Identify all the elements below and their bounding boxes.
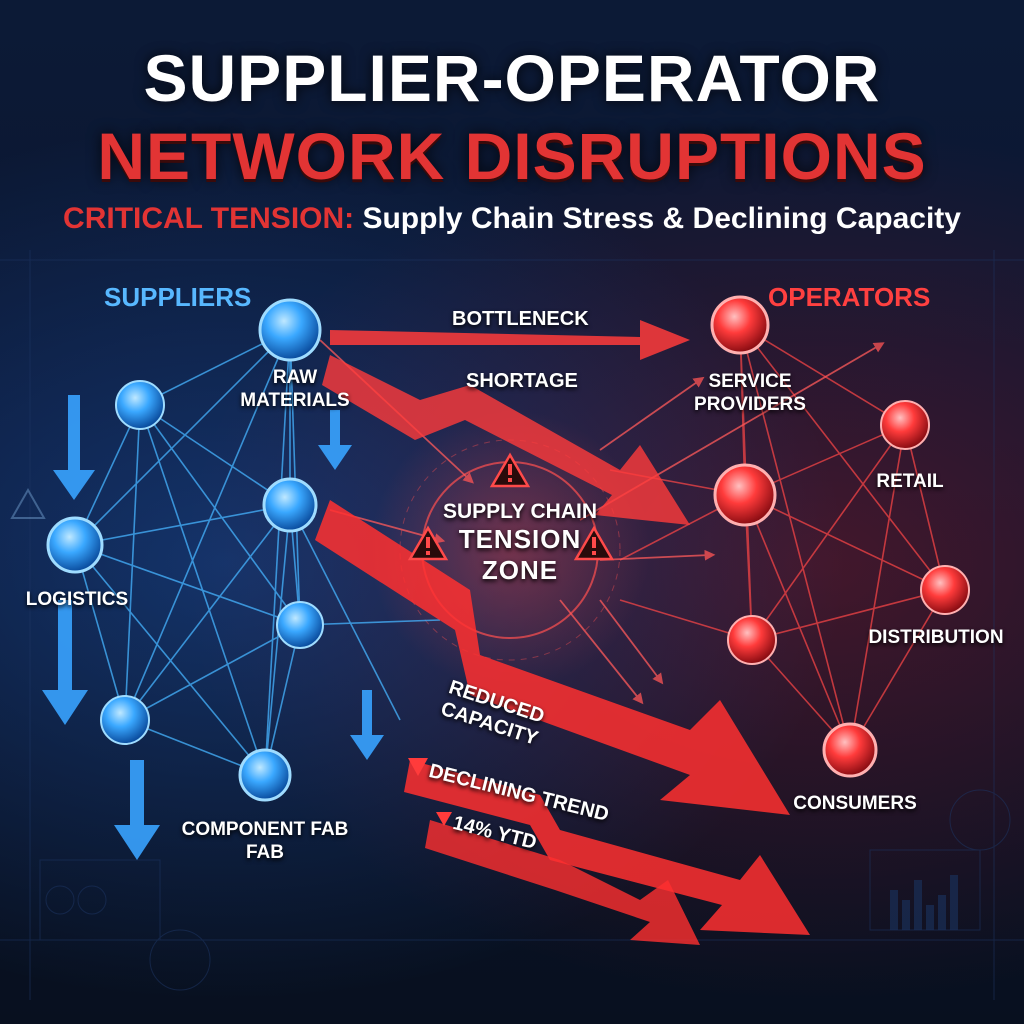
label-component-fab: COMPONENT FAB FAB <box>181 819 349 863</box>
down-arrow-icon <box>114 760 160 860</box>
subtitle-rest: Supply Chain Stress & Declining Capacity <box>354 202 961 235</box>
node-supplier-bottom-left <box>100 695 150 745</box>
subtitle-highlight: CRITICAL TENSION: <box>63 202 355 235</box>
tension-zone-label: SUPPLY CHAIN TENSION ZONE <box>410 500 630 586</box>
declining-trend-arrow <box>404 760 810 935</box>
node-operator-center <box>713 463 777 527</box>
reduced-capacity-arrow <box>315 500 790 815</box>
suppliers-heading: SUPPLIERS <box>104 282 252 312</box>
title-line-1: SUPPLIER-OPERATOR <box>143 41 881 115</box>
operators-heading: OPERATORS <box>768 282 931 312</box>
zone-line-3: ZONE <box>481 555 559 585</box>
subtitle: CRITICAL TENSION: Supply Chain Stress & … <box>0 202 1024 236</box>
title-line-2: NETWORK DISRUPTIONS <box>97 119 927 193</box>
label-retail: RETAIL <box>876 471 944 492</box>
node-operator-lower <box>727 615 777 665</box>
warning-icon <box>489 452 531 488</box>
shortage-label: SHORTAGE <box>466 370 578 392</box>
node-distribution <box>920 565 970 615</box>
warning-icon <box>10 487 46 519</box>
supplier-nodes <box>46 298 324 802</box>
label-service-providers: SERVICE PROVIDERS <box>694 371 806 415</box>
down-arrow-icon <box>53 395 95 500</box>
warning-icon <box>573 525 615 561</box>
down-arrow-icon <box>318 410 352 470</box>
zone-line-2: TENSION <box>458 524 582 554</box>
node-service-providers <box>710 295 770 355</box>
down-arrow-icon <box>350 690 384 760</box>
bottleneck-arrow <box>330 320 690 360</box>
bottleneck-label: BOTTLENECK <box>452 308 589 330</box>
label-distribution: DISTRIBUTION <box>868 627 1004 648</box>
down-triangle-icon <box>408 758 428 776</box>
warning-icon <box>407 525 449 561</box>
label-raw-materials: RAW MATERIALS <box>240 367 350 411</box>
node-logistics <box>46 516 104 574</box>
shortage-arrow <box>322 355 690 525</box>
label-consumers: CONSUMERS <box>793 793 917 814</box>
supplier-down-arrows <box>42 395 384 860</box>
down-triangle-icon <box>436 812 452 826</box>
operator-nodes <box>710 295 970 778</box>
node-consumers <box>822 722 878 778</box>
node-retail <box>880 400 930 450</box>
node-supplier-center <box>262 477 318 533</box>
label-logistics: LOGISTICS <box>25 589 129 610</box>
lower-trend-arrow <box>425 820 700 945</box>
zone-line-1: SUPPLY CHAIN <box>442 500 598 523</box>
node-supplier-lower <box>276 601 324 649</box>
node-supplier-upper <box>115 380 165 430</box>
node-raw-materials <box>258 298 322 362</box>
node-component-fab <box>238 748 292 802</box>
down-arrow-icon <box>42 600 88 725</box>
